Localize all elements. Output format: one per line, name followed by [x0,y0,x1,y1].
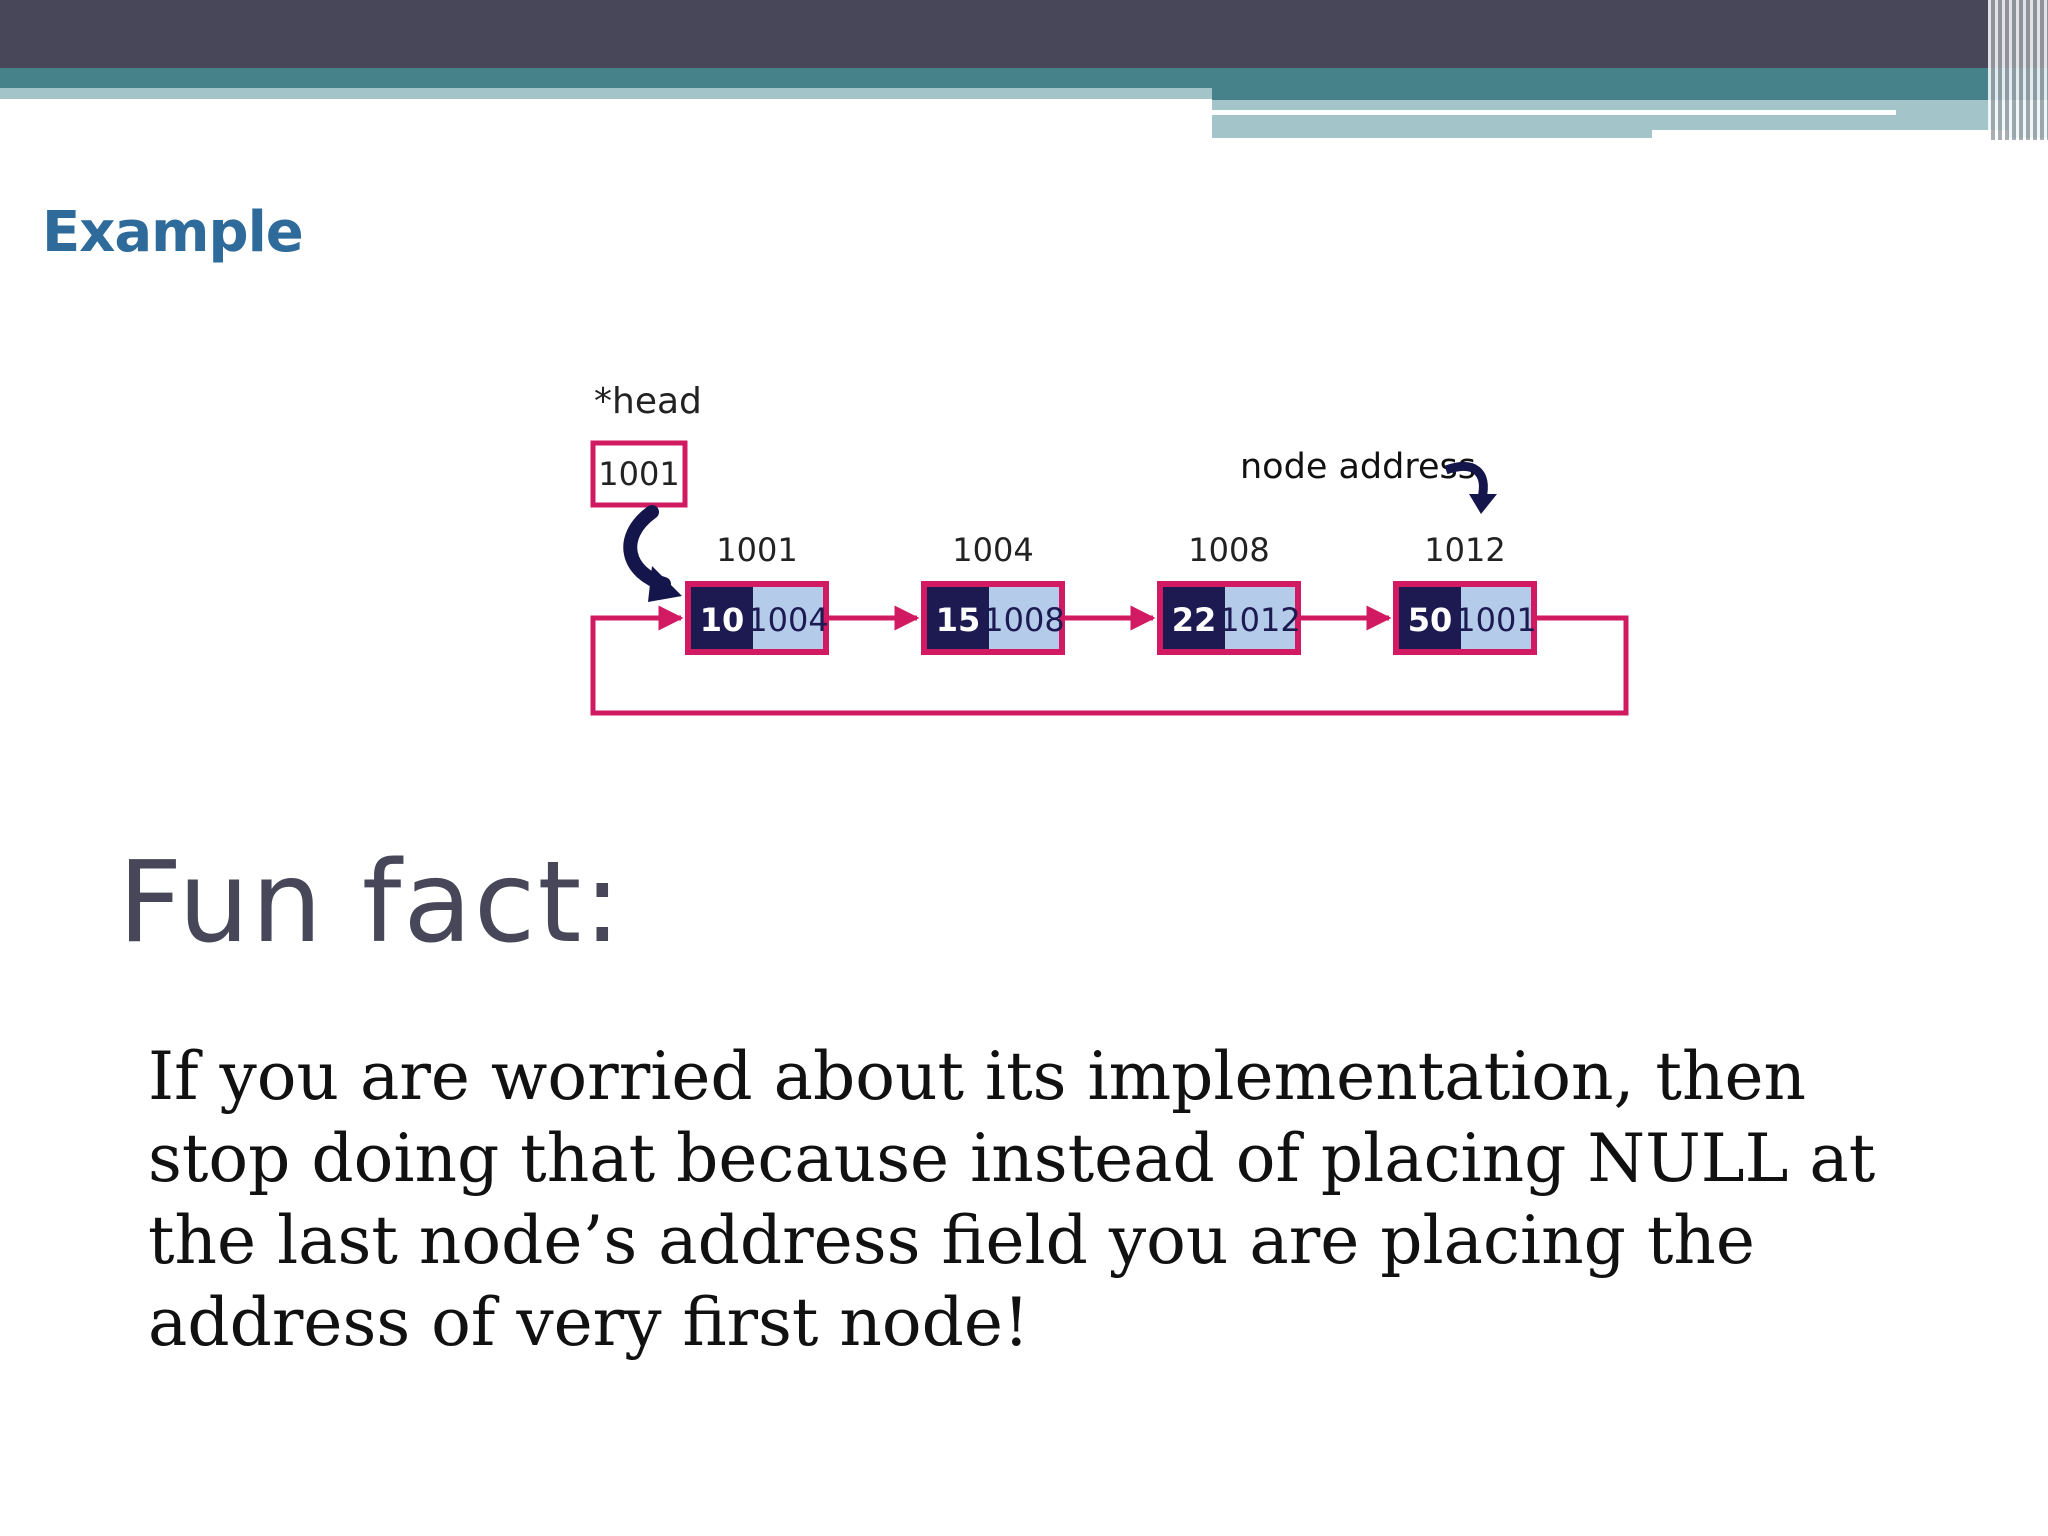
node-next-cell [753,587,823,649]
node-address-arrow [1444,462,1488,500]
header-edge-stripes [1988,0,2048,140]
node-data-value: 10 [700,601,745,639]
node-next-cell [989,587,1059,649]
example-title: Example [42,200,304,265]
header-band-dark [0,0,2048,68]
node-address-label: node address [1240,447,1476,487]
node-address: 1008 [1188,531,1269,569]
node-next-value: 1004 [747,601,828,639]
fun-fact-title: Fun fact: [118,838,624,968]
node-data-value: 22 [1172,601,1217,639]
node-data-cell [1399,587,1461,649]
header-band-teal [0,68,2048,88]
node-address: 1004 [952,531,1033,569]
header-band-step [1212,88,2048,100]
head-value: 1001 [598,455,679,493]
header-band-light [0,88,1212,99]
node-address: 1012 [1424,531,1505,569]
node-address: 1001 [716,531,797,569]
head-arrow-tip [648,566,682,602]
node-next-value: 1001 [1455,601,1536,639]
node-next-value: 1012 [1219,601,1300,639]
node-data-value: 15 [936,601,981,639]
head-label: *head [594,381,702,422]
head-box [590,440,688,508]
node-address-arrow-tip [1469,494,1497,514]
node-data-cell [927,587,989,649]
header-band-line [1212,110,1896,115]
fun-fact-text: If you are worried about its implementat… [148,1038,1876,1361]
node-next-cell [1461,587,1531,649]
node-next-value: 1008 [983,601,1064,639]
node-data-value: 50 [1408,601,1453,639]
circular-return-link [590,605,1629,716]
node-data-cell [1163,587,1225,649]
header-band-line [1652,130,2008,138]
node-data-cell [691,587,753,649]
node-next-cell [1225,587,1295,649]
